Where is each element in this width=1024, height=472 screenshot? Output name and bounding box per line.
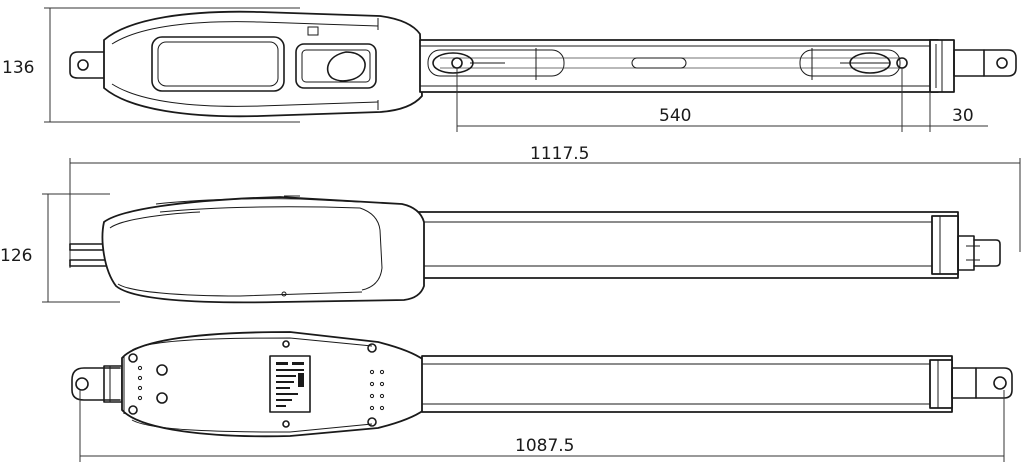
side-arm-tube: [417, 211, 959, 279]
bottom-screws: [128, 340, 385, 428]
bottom-arm-tube: [421, 355, 953, 413]
dim-side-height: 126: [0, 193, 120, 303]
dim-top-height-label: 136: [2, 58, 34, 78]
dim-stroke: 540 30: [456, 68, 988, 132]
top-arm-tube: [419, 39, 955, 93]
side-view: [69, 195, 1001, 304]
dim-total-length-label: 1117.5: [530, 144, 589, 164]
top-view: [69, 10, 1017, 118]
dim-top-height: 136: [2, 7, 300, 123]
dim-stroke-label: 540: [659, 106, 691, 126]
top-rear-mount: [69, 51, 105, 79]
side-front-fitting: [957, 235, 1001, 271]
side-motor-housing: [101, 196, 425, 304]
dim-side-height-label: 126: [0, 246, 32, 266]
top-cover-panel: [151, 36, 285, 92]
bottom-front-fitting: [951, 367, 1013, 399]
top-motor-housing: [103, 10, 423, 118]
top-front-fitting: [953, 49, 1017, 77]
dim-pin-to-pin-label: 1087.5: [515, 436, 574, 456]
label-plate: [269, 355, 311, 413]
dim-end-offset-label: 30: [952, 106, 974, 126]
dim-pin-to-pin: 1087.5: [79, 390, 1005, 462]
bottom-motor-housing: [121, 331, 425, 438]
bottom-view: [71, 331, 1013, 438]
release-lock: [295, 26, 377, 89]
